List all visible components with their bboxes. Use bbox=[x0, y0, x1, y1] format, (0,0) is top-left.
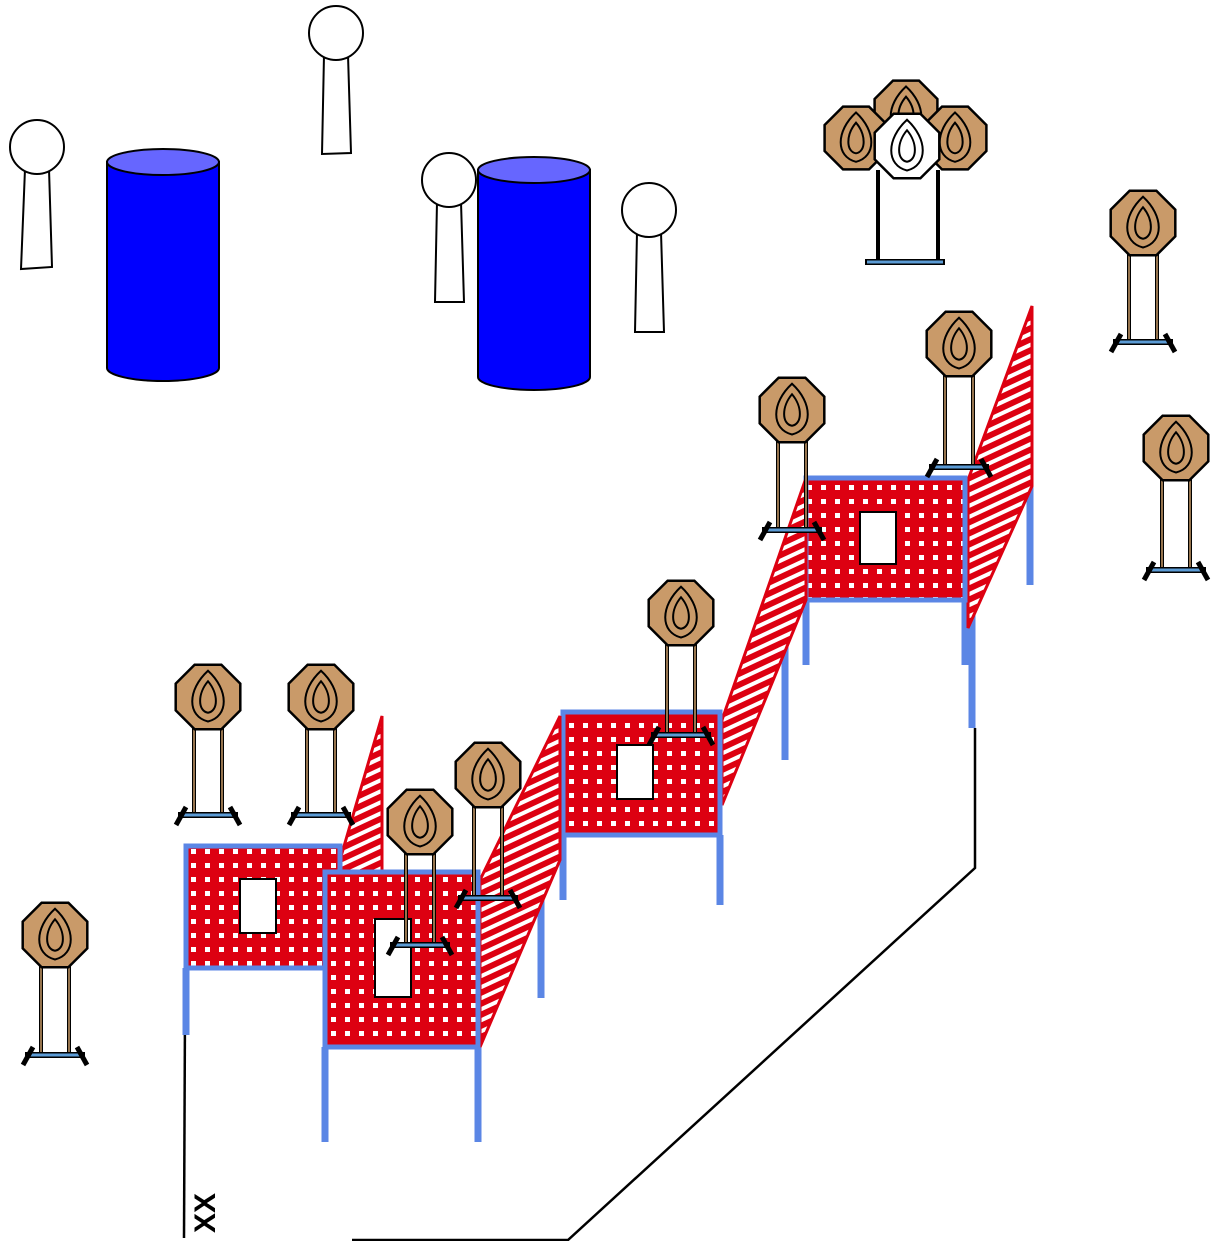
fault-line bbox=[182, 728, 977, 1241]
barrel bbox=[477, 156, 591, 391]
steel-target bbox=[924, 310, 994, 479]
paper-target bbox=[621, 182, 677, 333]
steel-target bbox=[173, 663, 243, 827]
barrel bbox=[106, 148, 220, 382]
steel-target bbox=[453, 741, 523, 910]
steel-target bbox=[823, 105, 889, 171]
wall-port bbox=[859, 511, 897, 565]
wall-port bbox=[616, 744, 654, 800]
steel-target bbox=[1108, 189, 1178, 354]
wall bbox=[559, 477, 808, 905]
steel-target bbox=[20, 901, 90, 1067]
steel-target bbox=[1141, 414, 1211, 582]
steel-target bbox=[757, 376, 827, 542]
paper-target bbox=[308, 5, 364, 156]
no-shoot-steel bbox=[873, 112, 941, 180]
steel-cluster bbox=[823, 79, 988, 265]
steel-target bbox=[286, 663, 356, 827]
steel-target bbox=[385, 788, 455, 957]
wall bbox=[802, 305, 1034, 728]
paper-target bbox=[9, 119, 65, 271]
paper-targets bbox=[9, 5, 677, 333]
wall bbox=[321, 715, 562, 1142]
paper-target bbox=[421, 152, 477, 303]
start-position-label: XX bbox=[189, 1192, 222, 1234]
wall-port bbox=[239, 878, 277, 934]
steel-target bbox=[646, 579, 716, 747]
